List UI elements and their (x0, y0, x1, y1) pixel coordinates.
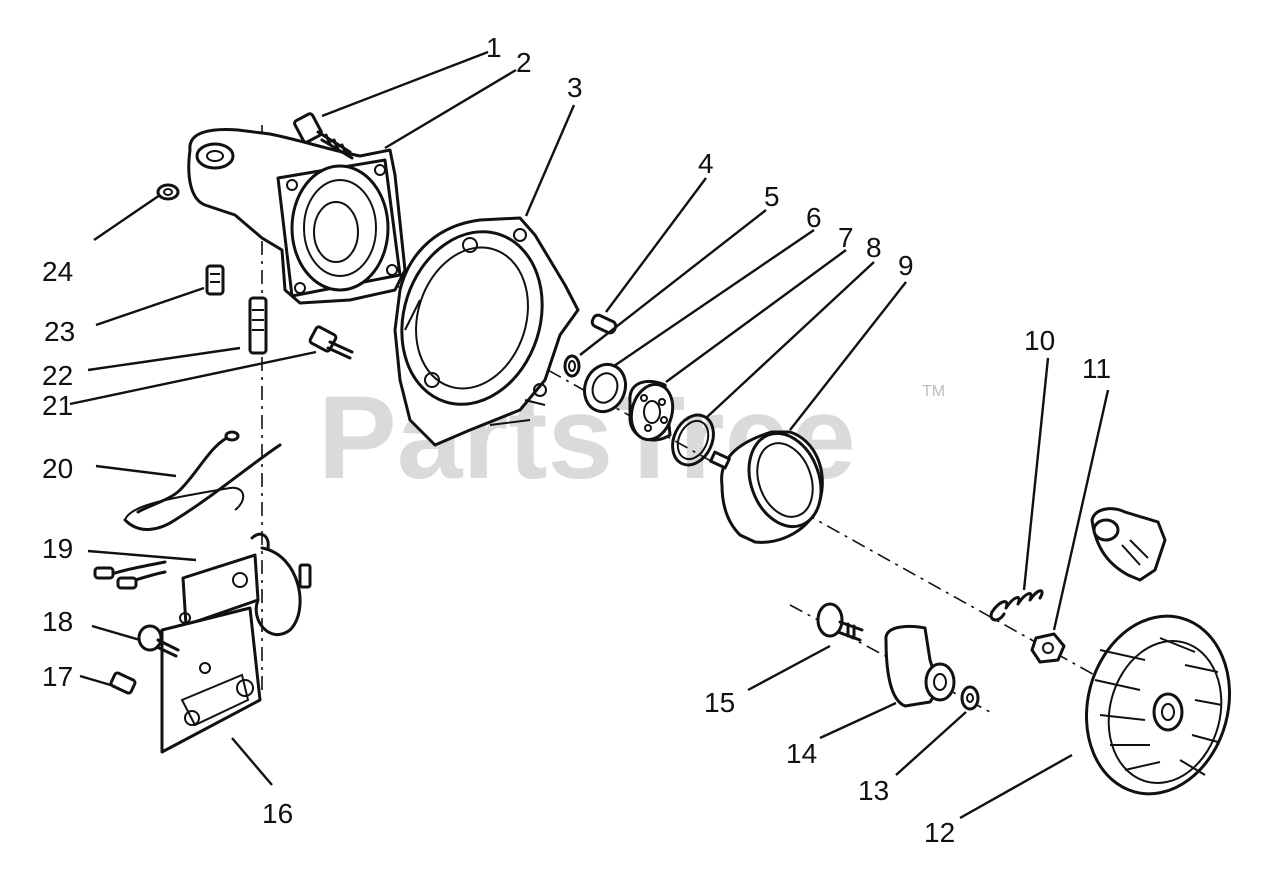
part-22-long-screw (248, 296, 268, 355)
callout-5: 5 (764, 181, 780, 212)
callout-16: 16 (262, 798, 293, 829)
part-7-bearing (628, 380, 675, 442)
callout-21: 21 (42, 390, 73, 421)
part-11-nut (1030, 632, 1066, 664)
callout-8: 8 (866, 232, 882, 263)
part-8-snap-ring (671, 413, 715, 467)
callout-22: 22 (42, 360, 73, 391)
callout-24: 24 (42, 256, 73, 287)
clutch-shoe-detail (1090, 507, 1167, 582)
part-12-flywheel (1084, 614, 1232, 796)
part-14-clutch-shoe (884, 625, 956, 708)
part-21-bolt (308, 325, 354, 360)
part-16-mounting-plate (160, 606, 262, 754)
part-15-shoulder-bolt (816, 602, 864, 642)
part-4-pin (590, 313, 618, 335)
callout-1: 1 (486, 32, 502, 63)
callout-3: 3 (567, 72, 583, 103)
callout-labels: 1 2 3 4 5 6 7 8 9 10 11 12 13 14 15 16 1… (42, 32, 1111, 848)
leader-lines (69, 50, 1110, 820)
watermark-trademark: TM (922, 383, 945, 400)
callout-9: 9 (898, 250, 914, 281)
callout-14: 14 (786, 738, 817, 769)
part-6-washer (582, 362, 628, 414)
part-20-wire (123, 430, 282, 531)
part-24-nut (156, 183, 180, 201)
callout-12: 12 (924, 817, 955, 848)
part-1-bolt (293, 112, 354, 160)
part-3-clutch-housing (393, 216, 580, 447)
callout-6: 6 (806, 202, 822, 233)
part-5-washer (563, 354, 581, 378)
callout-11: 11 (1082, 353, 1111, 384)
callout-10: 10 (1024, 325, 1055, 356)
callout-20: 20 (42, 453, 73, 484)
part-19-ignition-module (93, 532, 312, 637)
callout-7: 7 (838, 222, 854, 253)
part-18-screw (137, 624, 180, 658)
part-17-screw (109, 671, 137, 695)
callout-4: 4 (698, 148, 714, 179)
part-10-spring (989, 589, 1044, 622)
callout-23: 23 (44, 316, 75, 347)
part-2-gear-case (187, 128, 407, 305)
callout-17: 17 (42, 661, 73, 692)
callout-2: 2 (516, 47, 532, 78)
callout-13: 13 (858, 775, 889, 806)
callout-19: 19 (42, 533, 73, 564)
callout-15: 15 (704, 687, 735, 718)
callout-18: 18 (42, 606, 73, 637)
part-23-screw (205, 264, 225, 296)
part-13-washer (960, 685, 980, 711)
part-9-clutch-drum (709, 430, 824, 544)
